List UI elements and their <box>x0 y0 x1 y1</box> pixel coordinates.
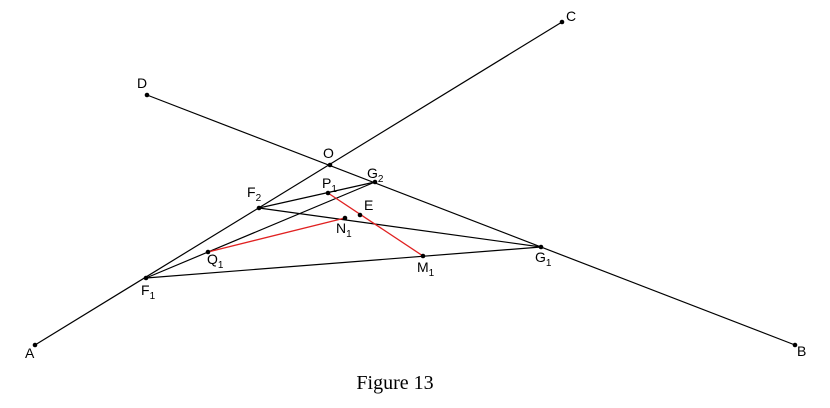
point-M1 <box>420 253 426 259</box>
segment-Q1-N1 <box>207 217 346 253</box>
label-G2: G2 <box>367 165 384 185</box>
label-G1: G1 <box>535 249 552 269</box>
point-Q1 <box>205 249 211 255</box>
segment-F1-G2 <box>145 181 376 279</box>
point-G2 <box>372 179 378 185</box>
label-F2: F2 <box>247 184 262 204</box>
segment-F1-G1 <box>145 246 542 279</box>
segment-P1-M1 <box>327 192 424 257</box>
label-P1: P1 <box>322 175 337 195</box>
point-F1 <box>143 275 149 281</box>
label-E: E <box>364 197 373 213</box>
segment-F2-G1 <box>258 207 542 248</box>
figure-caption: Figure 13 <box>356 372 433 394</box>
label-Q1: Q1 <box>207 251 224 271</box>
label-D: D <box>137 75 147 91</box>
label-N1: N1 <box>336 220 352 240</box>
line-DB <box>146 94 796 346</box>
point-A <box>32 342 38 348</box>
point-C <box>559 19 565 25</box>
label-F1: F1 <box>141 282 156 302</box>
label-O: O <box>323 145 334 161</box>
segment-F2-G2 <box>258 181 376 209</box>
point-F2 <box>256 205 262 211</box>
point-O <box>327 162 333 168</box>
point-P1 <box>325 190 331 196</box>
label-B: B <box>797 343 806 359</box>
label-A: A <box>25 345 35 361</box>
point-G1 <box>538 244 544 250</box>
point-E <box>357 212 363 218</box>
point-B <box>792 342 798 348</box>
point-N1 <box>342 215 348 221</box>
label-C: C <box>566 8 576 24</box>
line-AC <box>34 21 563 346</box>
point-D <box>144 92 150 98</box>
label-M1: M1 <box>417 259 435 279</box>
